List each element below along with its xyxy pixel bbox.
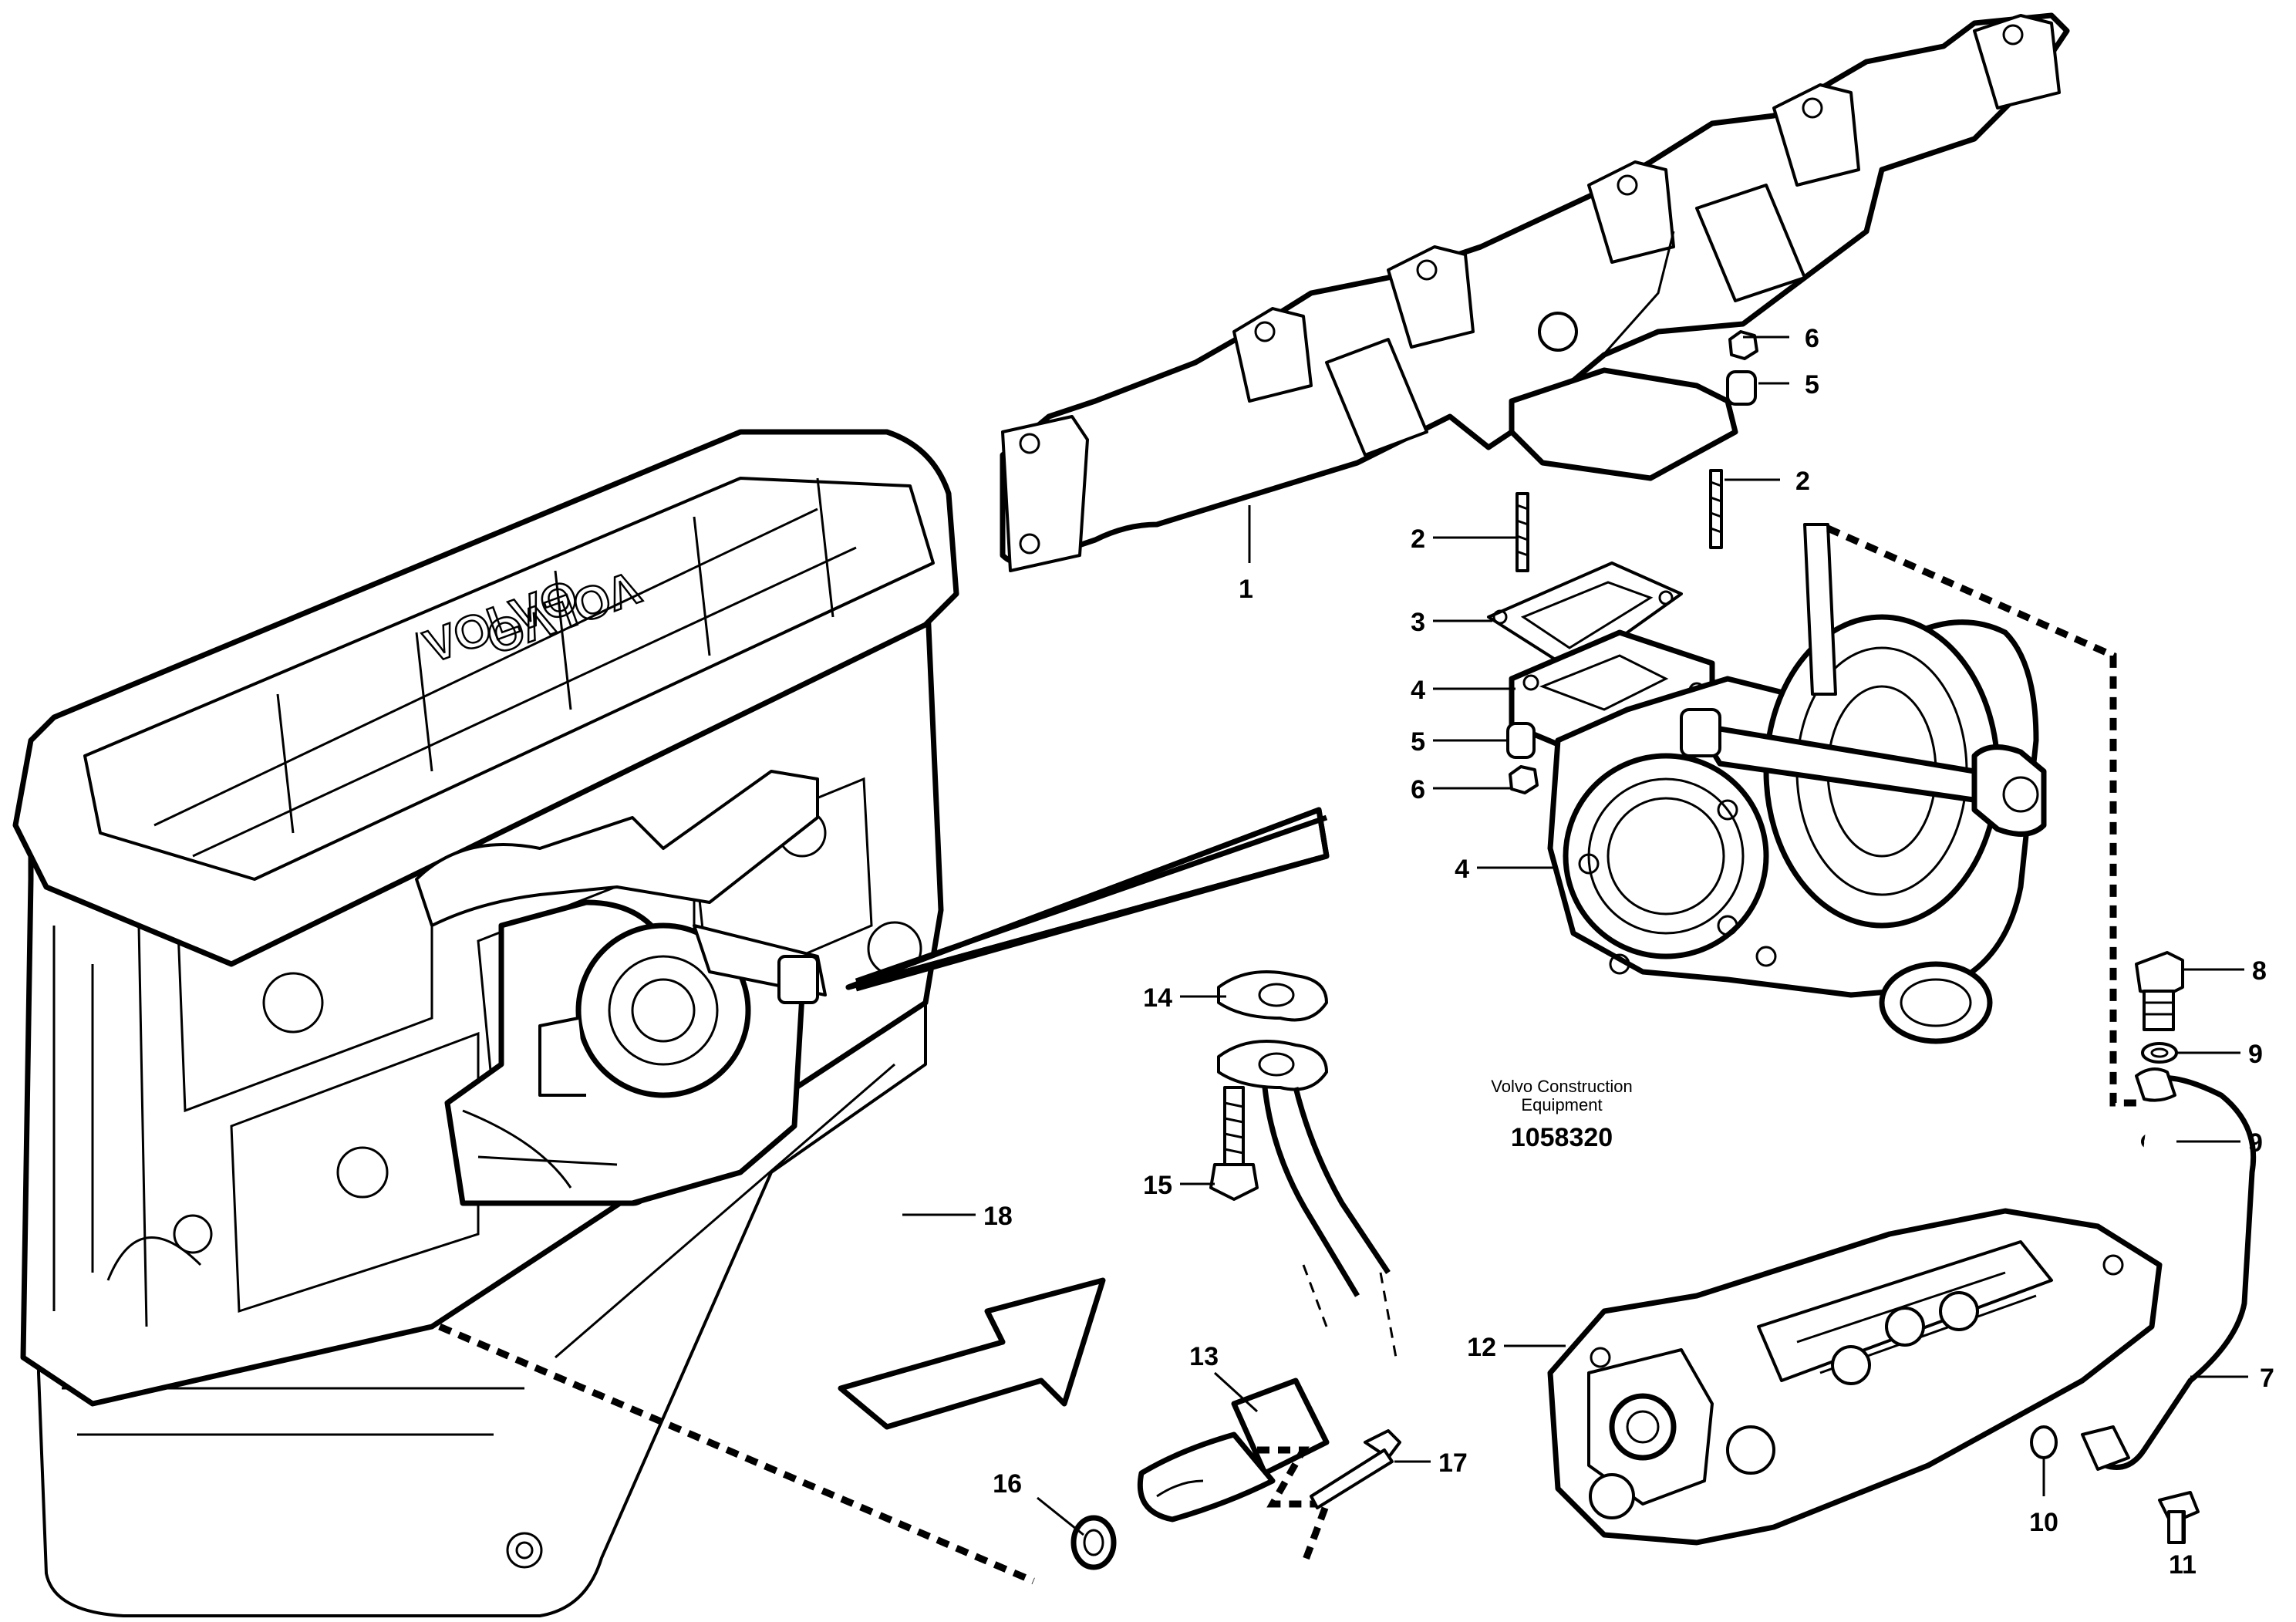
stud-right — [1709, 469, 1723, 549]
spacer-lower — [1506, 722, 1536, 759]
bolt-11 — [2158, 1491, 2200, 1544]
engine-assembly: VOLVO VOLVO — [12, 429, 1330, 1617]
turbocharger — [1547, 523, 2047, 1044]
callout-14: 14 — [1143, 983, 1172, 1013]
callout-10: 10 — [2029, 1508, 2058, 1537]
sealing-washer-upper — [2141, 1042, 2178, 1064]
callout-11: 11 — [2169, 1550, 2197, 1580]
nut-lower — [1509, 765, 1539, 794]
bolt-17 — [1310, 1429, 1401, 1509]
callout-18: 18 — [983, 1202, 1013, 1231]
callout-16: 16 — [993, 1469, 1022, 1499]
exhaust-manifold — [1000, 12, 2070, 572]
bolt-15 — [1209, 1086, 1259, 1201]
banjo-bolt — [2135, 951, 2184, 1031]
leader-lines — [902, 336, 2248, 1543]
figure-reference-number: 1058320 — [1511, 1123, 1613, 1152]
callout-12: 12 — [1467, 1333, 1496, 1362]
callout-8: 8 — [2252, 956, 2267, 986]
callout-9-lower: 9 — [2248, 1128, 2263, 1158]
callout-7: 7 — [2260, 1364, 2274, 1393]
callout-labels: 1 2 2 3 4 4 5 5 6 6 7 8 9 9 10 11 12 13 … — [983, 324, 2274, 1580]
caption-company-line2: Equipment — [1521, 1095, 1602, 1114]
dashed-routing-line-oil-supply — [1826, 524, 2144, 1107]
callout-4-lower: 4 — [1455, 855, 1469, 884]
oil-supply-pipe — [2081, 1067, 2257, 1471]
nut-upper — [1728, 330, 1758, 360]
callout-6-upper: 6 — [1805, 324, 1819, 353]
callout-2-left: 2 — [1411, 524, 1425, 554]
gasket — [1487, 561, 1683, 673]
sealing-washer-10 — [2030, 1425, 2058, 1459]
callout-15: 15 — [1143, 1171, 1172, 1200]
view-direction-arrow — [838, 1277, 1106, 1430]
figure-caption: Volvo Construction Equipment 1058320 — [1491, 1077, 1632, 1152]
caption-company-line1: Volvo Construction — [1491, 1077, 1632, 1096]
callout-13: 13 — [1189, 1342, 1219, 1371]
callout-5-lower: 5 — [1411, 727, 1425, 757]
callout-9-upper: 9 — [2248, 1040, 2263, 1069]
gasket-14 — [1217, 970, 1328, 1022]
sealing-washer-16 — [1070, 1515, 1117, 1570]
spacer-upper — [1726, 370, 1757, 406]
callout-5-upper: 5 — [1805, 370, 1819, 400]
callout-1: 1 — [1239, 575, 1253, 604]
callout-3: 3 — [1411, 608, 1425, 637]
stud-left — [1515, 492, 1529, 572]
dashed-routing-line-oil-drain — [438, 1323, 1035, 1585]
oil-drain-pipe — [1137, 1087, 1397, 1523]
oil-filter-housing — [1547, 1208, 2163, 1546]
callout-6-lower: 6 — [1411, 775, 1425, 804]
dashed-routing-line-drain — [1257, 1446, 1332, 1567]
drain-pipe-flange — [1217, 1040, 1328, 1091]
callout-17: 17 — [1438, 1448, 1468, 1478]
callout-4-upper: 4 — [1411, 676, 1425, 705]
callout-2-right: 2 — [1795, 467, 1810, 496]
